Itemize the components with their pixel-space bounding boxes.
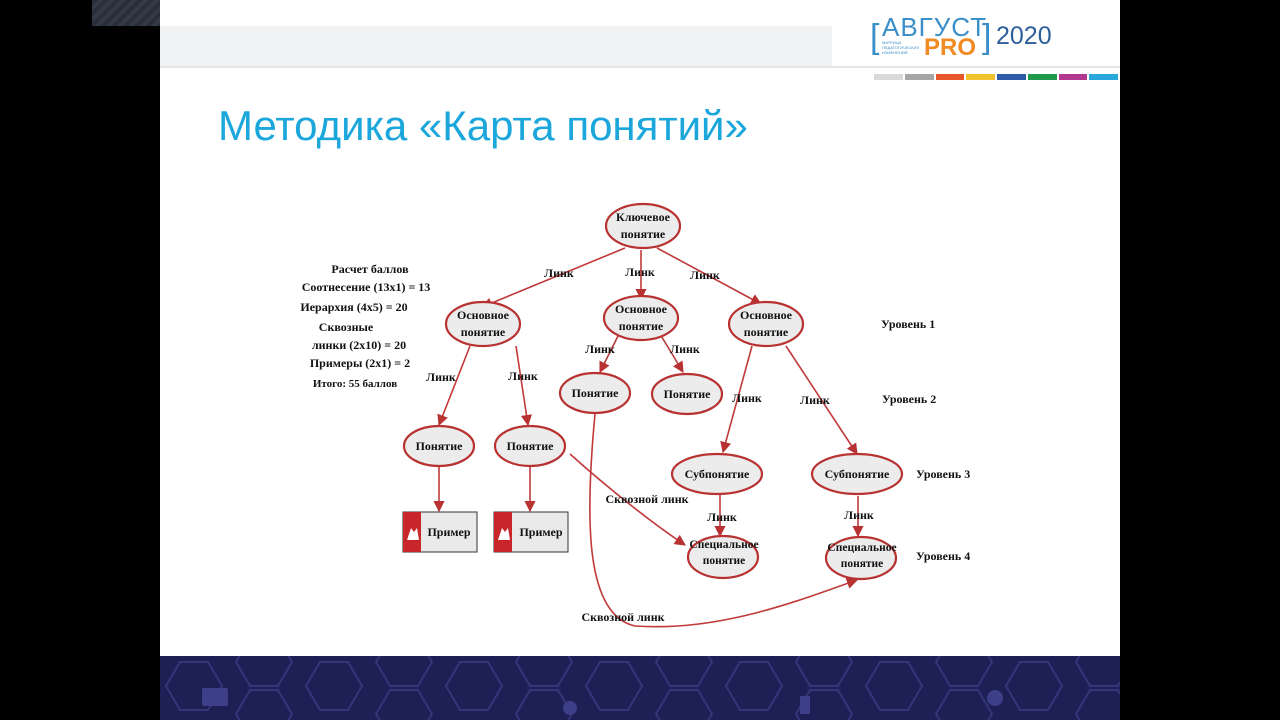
link-label: Линк — [690, 268, 720, 282]
brand-stripe-segment — [935, 74, 965, 80]
scoring-line: Соотнесение (13x1) = 13 — [302, 280, 431, 294]
level-label-3: Уровень 3 — [916, 467, 970, 481]
diagram-edges — [433, 247, 864, 628]
node-label: понятие — [744, 325, 789, 339]
node-key-concept: Ключевое понятие — [604, 202, 682, 250]
node-label: Пример — [427, 525, 470, 539]
node-label: понятие — [619, 319, 664, 333]
node-main-concept-2: Основное понятие — [602, 294, 680, 342]
brand-stripe-segment — [997, 74, 1026, 80]
example-image-icon — [498, 528, 510, 540]
node-label: Специальное — [689, 539, 758, 551]
edge-key-main1 — [480, 247, 626, 309]
scoring-total: Итого: 55 баллов — [313, 378, 397, 390]
link-label: Линк — [670, 342, 700, 356]
brand-stripe-segment — [1058, 74, 1088, 80]
hexagon-pattern — [164, 656, 1120, 720]
node-label: Понятие — [572, 386, 620, 400]
node-label: Понятие — [507, 439, 555, 453]
node-label: Основное — [615, 302, 668, 316]
scoring-line: Сквозные — [319, 320, 374, 334]
edge-main1-concept1 — [437, 345, 471, 427]
link-label: Линк — [844, 508, 874, 522]
node-label: понятие — [621, 227, 666, 241]
node-label: Специальное — [827, 542, 896, 554]
node-main-concept-3: Основное понятие — [727, 300, 805, 348]
footer-decor-icons — [202, 688, 1003, 715]
brand-stripe-segment — [1027, 74, 1057, 80]
link-label: Линк — [800, 393, 830, 407]
edge-main1-concept2 — [515, 345, 533, 427]
slide-footer-pattern — [160, 656, 1120, 720]
brand-stripe-segment — [904, 74, 934, 80]
node-subconcept-2: Субпонятие — [810, 452, 904, 496]
node-label: понятие — [703, 555, 746, 567]
link-label: Линк — [707, 510, 737, 524]
link-labels: Линк Линк Линк Линк Линк Линк Линк Линк … — [426, 265, 874, 624]
scoring-line: Примеры (2x1) = 2 — [310, 356, 410, 370]
edge-main2-concept3 — [599, 333, 620, 374]
cross-link-label: Сквозной линк — [605, 492, 688, 506]
brand-stripe-segment — [874, 74, 903, 80]
scoring-line: Расчет баллов — [331, 262, 409, 276]
node-concept-3: Понятие — [558, 371, 632, 415]
cross-link-label: Сквозной линк — [581, 610, 664, 624]
brand-color-stripe — [874, 74, 1120, 80]
link-label: Линк — [544, 266, 574, 280]
node-label: Основное — [457, 308, 510, 322]
logo-area — [832, 0, 1120, 66]
scoring-summary: Расчет баллов Соотнесение (13x1) = 13 Ие… — [300, 262, 430, 390]
edge-main3-sub2 — [785, 345, 858, 455]
link-label: Линк — [732, 391, 762, 405]
link-label: Линк — [585, 342, 615, 356]
header-divider — [160, 66, 1120, 68]
node-subconcept-1: Субпонятие — [670, 452, 764, 496]
node-label: Пример — [519, 525, 562, 539]
level-label-4: Уровень 4 — [916, 549, 970, 563]
edge-key-main3 — [656, 247, 762, 305]
slide: [ АВГУСТ МАТРИЦА ПЕДАГОГИЧЕСКИХ ИЗМЕНЕНИ… — [160, 0, 1120, 720]
level-labels: Уровень 1 Уровень 2 Уровень 3 Уровень 4 — [881, 317, 970, 563]
concept-map-diagram: Ключевое понятие Основное понятие Основн… — [300, 202, 970, 628]
edge-cross-link-2 — [588, 413, 859, 628]
node-concept-4: Понятие — [650, 372, 724, 416]
node-label: Основное — [740, 308, 793, 322]
node-special-concept-1: Специальное понятие — [686, 534, 760, 580]
slide-title: Методика «Карта понятий» — [218, 102, 748, 149]
scoring-line: линки (2x10) = 20 — [312, 338, 406, 352]
link-label: Линк — [426, 370, 456, 384]
brand-stripe-segment — [966, 74, 995, 80]
node-label: Ключевое — [616, 210, 671, 224]
node-label: Субпонятие — [685, 467, 750, 481]
example-image-icon — [407, 528, 419, 540]
diagram-nodes: Ключевое понятие Основное понятие Основн… — [402, 202, 904, 581]
node-main-concept-1: Основное понятие — [444, 300, 522, 348]
edge-cross-link-1 — [569, 453, 686, 546]
level-label-1: Уровень 1 — [881, 317, 935, 331]
node-label: Субпонятие — [825, 467, 890, 481]
node-concept-1: Понятие — [402, 424, 476, 468]
node-example-1: Пример — [402, 511, 478, 553]
level-label-2: Уровень 2 — [882, 392, 936, 406]
node-concept-2: Понятие — [493, 424, 567, 468]
edge-main2-concept4 — [659, 333, 684, 373]
link-label: Линк — [508, 369, 538, 383]
node-label: Понятие — [664, 387, 712, 401]
node-label: понятие — [841, 558, 884, 570]
node-label: Понятие — [416, 439, 464, 453]
node-example-2: Пример — [493, 511, 569, 553]
scoring-line: Иерархия (4x5) = 20 — [300, 300, 407, 314]
edge-main3-sub1 — [720, 345, 753, 454]
brand-stripe-segment — [1089, 74, 1118, 80]
node-label: понятие — [461, 325, 506, 339]
node-special-concept-2: Специальное понятие — [824, 535, 898, 581]
link-label: Линк — [625, 265, 655, 279]
